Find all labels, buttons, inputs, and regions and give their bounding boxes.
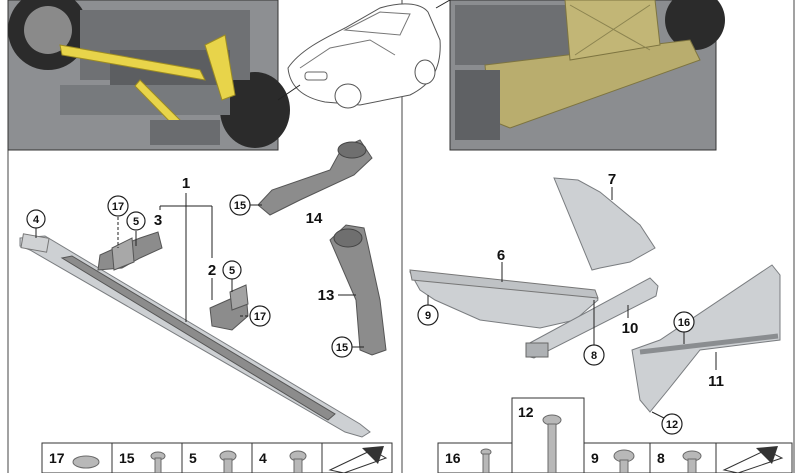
bracket-part-3 — [97, 231, 163, 271]
svg-text:5: 5 — [229, 265, 235, 277]
label-part-2: 2 — [208, 262, 216, 279]
arrow-glyph-left-icon — [328, 446, 388, 473]
nut-17-icon — [72, 455, 100, 469]
bolt-15-icon — [150, 451, 166, 473]
bolt-16-icon — [480, 448, 492, 473]
callout-part-17b: 17 — [249, 305, 271, 327]
svg-text:16: 16 — [678, 317, 690, 329]
inset-front-axle — [7, 0, 290, 151]
svg-text:15: 15 — [234, 200, 246, 212]
label-part-7: 7 — [608, 171, 616, 188]
callout-part-5a: 5 — [126, 211, 146, 231]
bolt-8-icon — [682, 450, 702, 473]
svg-text:4: 4 — [33, 214, 40, 226]
label-part-14: 14 — [306, 210, 323, 227]
bolt-12-icon — [542, 414, 562, 473]
fastener-tray-right: 16 12 9 8 — [437, 397, 793, 473]
tray-label-8: 8 — [657, 450, 665, 466]
tray-label-12: 12 — [518, 404, 534, 420]
tray-label-15: 15 — [119, 450, 135, 466]
bracket-part-2 — [209, 284, 249, 331]
svg-text:12: 12 — [666, 419, 678, 431]
strut-bar-part-1 — [19, 233, 371, 438]
tray-label-17: 17 — [49, 450, 65, 466]
label-part-3: 3 — [154, 212, 162, 229]
cross-brace-part-11 — [631, 264, 781, 413]
panel-part-7 — [553, 177, 656, 271]
tray-label-9: 9 — [591, 450, 599, 466]
callout-part-15b: 15 — [331, 336, 353, 358]
rail-part-10 — [525, 277, 659, 359]
callout-part-5b: 5 — [222, 260, 242, 280]
svg-text:8: 8 — [591, 350, 597, 362]
svg-text:9: 9 — [425, 310, 431, 322]
tray-label-5: 5 — [189, 450, 197, 466]
tray-label-16: 16 — [445, 450, 461, 466]
label-part-13: 13 — [318, 287, 335, 304]
tray-label-4: 4 — [259, 450, 267, 466]
svg-text:15: 15 — [336, 342, 348, 354]
svg-text:17: 17 — [112, 201, 124, 213]
label-part-11: 11 — [708, 373, 724, 390]
callout-part-4: 4 — [26, 209, 46, 229]
panel-part-6 — [409, 269, 599, 329]
svg-text:5: 5 — [133, 216, 139, 228]
bolt-5-icon — [219, 450, 237, 473]
fastener-tray-left: 17 15 5 4 — [41, 442, 393, 473]
callout-part-17a: 17 — [107, 195, 129, 217]
svg-text:17: 17 — [254, 311, 266, 323]
leader-lines-right — [427, 187, 717, 419]
inset-underbody-panel — [449, 0, 725, 151]
bolt-9-icon — [613, 449, 635, 473]
label-part-10: 10 — [622, 320, 639, 337]
bolt-4-icon — [289, 450, 307, 473]
bracket-part-13 — [329, 224, 387, 356]
callout-part-8: 8 — [583, 344, 605, 366]
callout-part-16: 16 — [673, 311, 695, 333]
arrow-glyph-right-icon — [722, 446, 784, 473]
label-part-6: 6 — [497, 247, 505, 264]
bracket-part-14 — [257, 139, 373, 216]
label-part-1: 1 — [182, 175, 190, 192]
callout-part-15a: 15 — [229, 194, 251, 216]
callout-part-9: 9 — [417, 304, 439, 326]
leader-lines-left — [35, 193, 364, 348]
callout-part-12: 12 — [661, 413, 683, 435]
car-silhouette — [277, 0, 451, 109]
